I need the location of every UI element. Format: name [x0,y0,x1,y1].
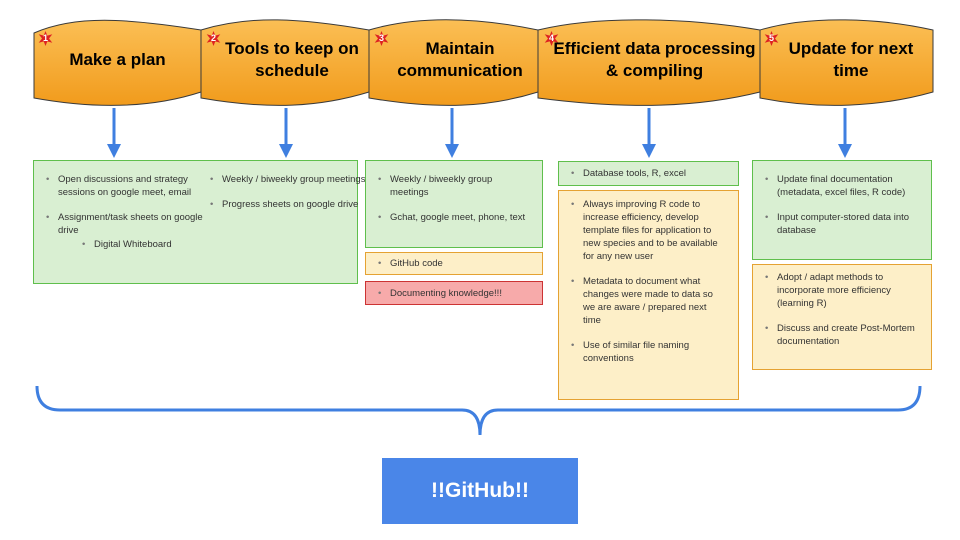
starburst-icon [206,31,221,46]
documenting-knowledge-box: Documenting knowledge!!! [365,281,543,305]
down-arrow-icon [107,108,121,158]
badge-1: 1 [38,31,53,46]
database-tools-box: Database tools, R, excel [558,161,739,186]
communication-list: Weekly / biweekly group meetings Gchat, … [366,173,530,224]
banner-title-5: Update for next time [788,39,914,80]
badge-3: 3 [374,31,389,46]
update-docs-list: Update final documentation (metadata, ex… [753,173,917,237]
banner-title-4: Efficient data processing & compiling [553,39,756,80]
down-arrow-icon [445,108,459,158]
adopt-methods-list: Adopt / adapt methods to incorporate mor… [753,271,917,348]
badge-5: 5 [764,31,779,46]
list-item: Update final documentation (metadata, ex… [765,173,917,199]
starburst-icon [38,31,53,46]
banner-strip [33,19,934,106]
list-item: Gchat, google meet, phone, text [378,211,530,224]
starburst-icon [544,31,559,46]
tools-list: Weekly / biweekly group meetings Progres… [198,173,367,223]
efficiency-box: Always improving R code to increase effi… [558,190,739,400]
communication-box: Weekly / biweekly group meetings Gchat, … [365,160,543,248]
down-arrow-icon [642,108,656,158]
list-item: Progress sheets on google drive [210,198,367,211]
banner-title-2: Tools to keep on schedule [225,39,359,80]
list-item: Metadata to document what changes were m… [571,275,718,327]
github-box: !!GitHub!! [382,458,578,524]
list-item: Weekly / biweekly group meetings [210,173,367,186]
list-item: Open discussions and strategy sessions o… [46,173,218,199]
plan-list: Open discussions and strategy sessions o… [34,173,218,263]
github-code-box: GitHub code [365,252,543,275]
starburst-icon [374,31,389,46]
list-item: Assignment/task sheets on google drive [46,211,218,237]
efficiency-list: Always improving R code to increase effi… [559,198,718,365]
update-docs-box: Update final documentation (metadata, ex… [752,160,932,260]
down-arrow-icon [279,108,293,158]
down-arrow-icon [838,108,852,158]
list-item: Digital Whiteboard [82,238,218,251]
starburst-icon [764,31,779,46]
banner-shape-5 [759,19,934,106]
list-item: Input computer-stored data into database [765,211,917,237]
list-item: Discuss and create Post-Mortem documenta… [765,322,917,348]
banner-title-1: Make a plan [69,50,166,69]
badge-4: 4 [544,31,559,46]
list-item: Always improving R code to increase effi… [571,198,718,263]
list-item: Weekly / biweekly group meetings [378,173,530,199]
adopt-methods-box: Adopt / adapt methods to incorporate mor… [752,264,932,370]
curly-brace [35,385,922,436]
badge-2: 2 [206,31,221,46]
list-item: Use of similar file naming conventions [571,339,718,365]
plan-tools-box: Open discussions and strategy sessions o… [33,160,365,284]
list-item: Adopt / adapt methods to incorporate mor… [765,271,917,310]
banner-title-3: Maintain communication [397,39,523,80]
